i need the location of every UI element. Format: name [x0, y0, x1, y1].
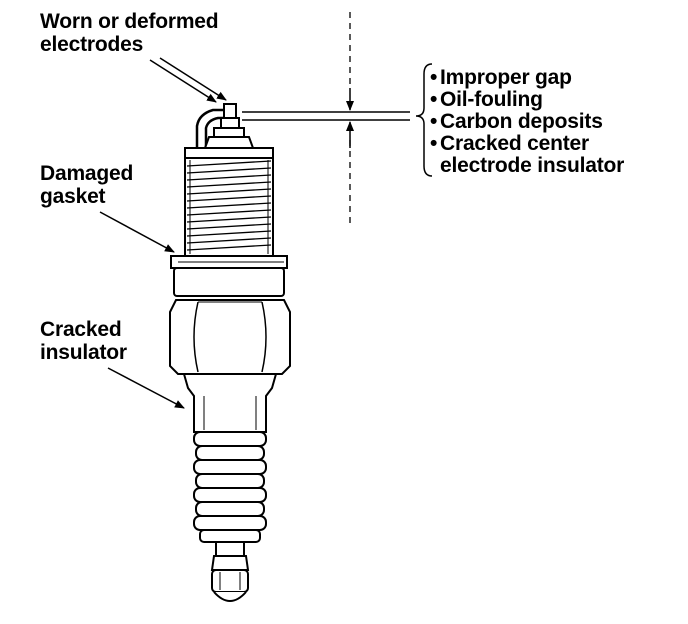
bullet-icon: •	[430, 66, 438, 89]
gap-dimension	[242, 12, 433, 224]
condition-text: electrode insulator	[440, 154, 625, 177]
condition-text: Cracked center	[440, 132, 589, 155]
condition-item: •Cracked center	[430, 133, 589, 154]
label-electrodes: Worn or deformed electrodes	[40, 10, 219, 56]
insulator-body	[182, 373, 278, 433]
threads	[184, 147, 274, 257]
bullet-icon: •	[430, 88, 438, 111]
condition-item: •Improper gap	[430, 67, 572, 88]
condition-text: Carbon deposits	[440, 110, 603, 133]
label-insulator-line2: insulator	[40, 341, 127, 364]
label-gasket-line1: Damaged	[40, 162, 134, 185]
gasket	[170, 255, 288, 297]
bullet-icon: •	[430, 132, 438, 155]
label-electrodes-line1: Worn or deformed	[40, 10, 219, 33]
insulator-ribs	[193, 431, 267, 543]
ground-electrode	[195, 103, 237, 150]
label-insulator-line1: Cracked	[40, 318, 122, 341]
condition-text: Improper gap	[440, 66, 572, 89]
condition-continuation: electrode insulator	[440, 155, 624, 176]
center-electrode	[203, 117, 255, 149]
bullet-icon: •	[430, 110, 438, 133]
hex-nut	[169, 299, 291, 375]
condition-item: •Carbon deposits	[430, 111, 603, 132]
label-gasket: Damaged gasket	[40, 162, 133, 208]
callout-arrows	[99, 57, 227, 409]
label-gasket-line2: gasket	[40, 185, 106, 208]
condition-item: •Oil-fouling	[430, 89, 543, 110]
terminal	[210, 541, 250, 602]
label-electrodes-line2: electrodes	[40, 33, 144, 56]
label-insulator: Cracked insulator	[40, 318, 127, 364]
condition-text: Oil-fouling	[440, 88, 543, 111]
